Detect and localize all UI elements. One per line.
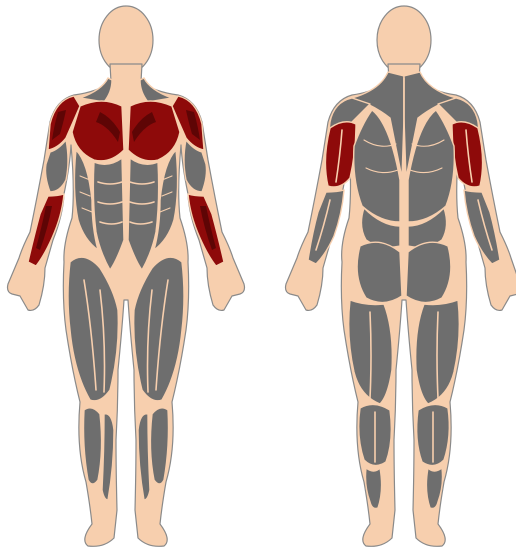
front-body-figure (8, 6, 245, 546)
back-hamstrings (349, 300, 460, 404)
back-body-figure (286, 6, 516, 546)
front-silhouette (8, 6, 245, 546)
back-calves (359, 404, 450, 508)
